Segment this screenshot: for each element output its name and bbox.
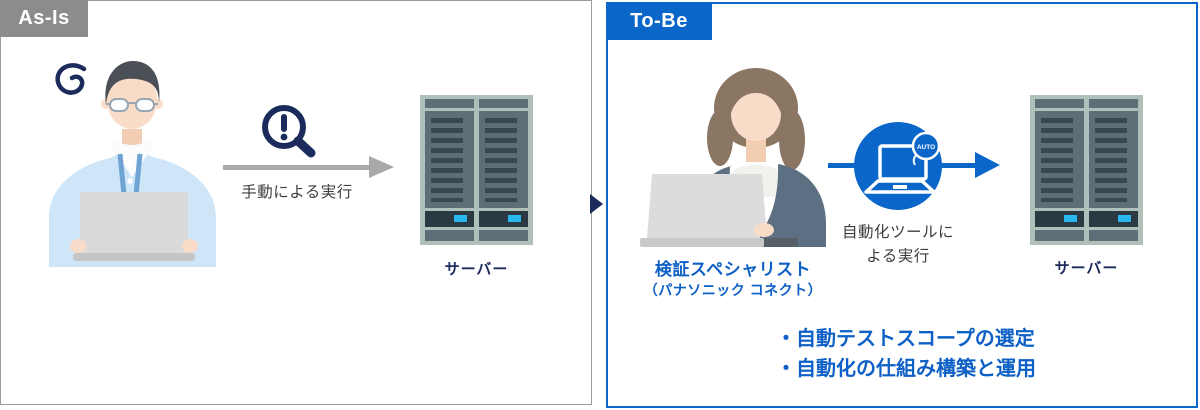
server-slats (1041, 118, 1073, 202)
led-light (454, 215, 467, 222)
led-panel (1089, 211, 1138, 227)
laptop-base (73, 253, 195, 261)
panel-transition-arrow-icon (590, 194, 603, 214)
manual-flow-arrowhead-icon (369, 156, 394, 178)
laptop-screen (80, 192, 188, 254)
server-rack-tobe (1030, 95, 1143, 245)
laptop-base (640, 238, 764, 247)
specialist-label: 検証スペシャリスト (654, 260, 812, 279)
as-is-tag: As-Is (0, 0, 88, 37)
to-be-panel: To-Be 検証スペシャリスト （パナソニック コネクト） (606, 2, 1198, 408)
led-light (1064, 215, 1077, 222)
led-panel (1035, 211, 1084, 227)
man-hair (105, 61, 160, 105)
server-rack-asis (420, 95, 533, 245)
rack-column (425, 99, 474, 241)
specialist-woman-illustration (640, 68, 826, 247)
specialist-org-label: （パナソニック コネクト） (643, 282, 823, 298)
rack-column (479, 99, 528, 241)
server-slats (1095, 118, 1127, 202)
as-is-panel: As-Is (0, 0, 592, 405)
manual-flow-arrow (223, 165, 371, 170)
magnifier-exclamation-icon (262, 105, 316, 158)
auto-badge-text: AUTO (917, 144, 935, 151)
blazer-right (760, 164, 826, 247)
auto-flow-arrowhead-icon (975, 152, 1000, 178)
to-be-bullet-list: ・自動テストスコープの選定 ・自動化の仕組み構築と運用 (776, 324, 1036, 384)
server-slats (431, 118, 463, 202)
auto-execution-label: 自動化ツールに よる実行 (841, 224, 954, 265)
server-label-asis: サーバー (444, 261, 509, 278)
auto-badge-icon (911, 131, 941, 161)
auto-flow-arrow-stub (828, 163, 858, 168)
manual-execution-label: 手動による実行 (241, 184, 353, 201)
bullet-item: ・自動化の仕組み構築と運用 (776, 358, 1036, 380)
glasses-icon (109, 98, 129, 112)
automation-tool-icon: AUTO (854, 122, 942, 210)
rack-column (1089, 99, 1138, 241)
auto-laptop-icon: AUTO (864, 131, 941, 194)
bullet-item: ・自動テストスコープの選定 (776, 328, 1035, 350)
server-label-tobe: サーバー (1054, 260, 1119, 277)
to-be-tag: To-Be (606, 2, 712, 40)
rack-column (1035, 99, 1084, 241)
laptop-screen (647, 174, 767, 238)
shirt-collar (110, 139, 154, 177)
confusion-squiggle-icon (55, 63, 87, 95)
led-panel (479, 211, 528, 227)
auto-flow-arrow (940, 163, 977, 168)
led-light (1118, 215, 1131, 222)
led-panel (425, 211, 474, 227)
server-slats (485, 118, 517, 202)
led-light (508, 215, 521, 222)
confused-worker-illustration (49, 61, 216, 267)
